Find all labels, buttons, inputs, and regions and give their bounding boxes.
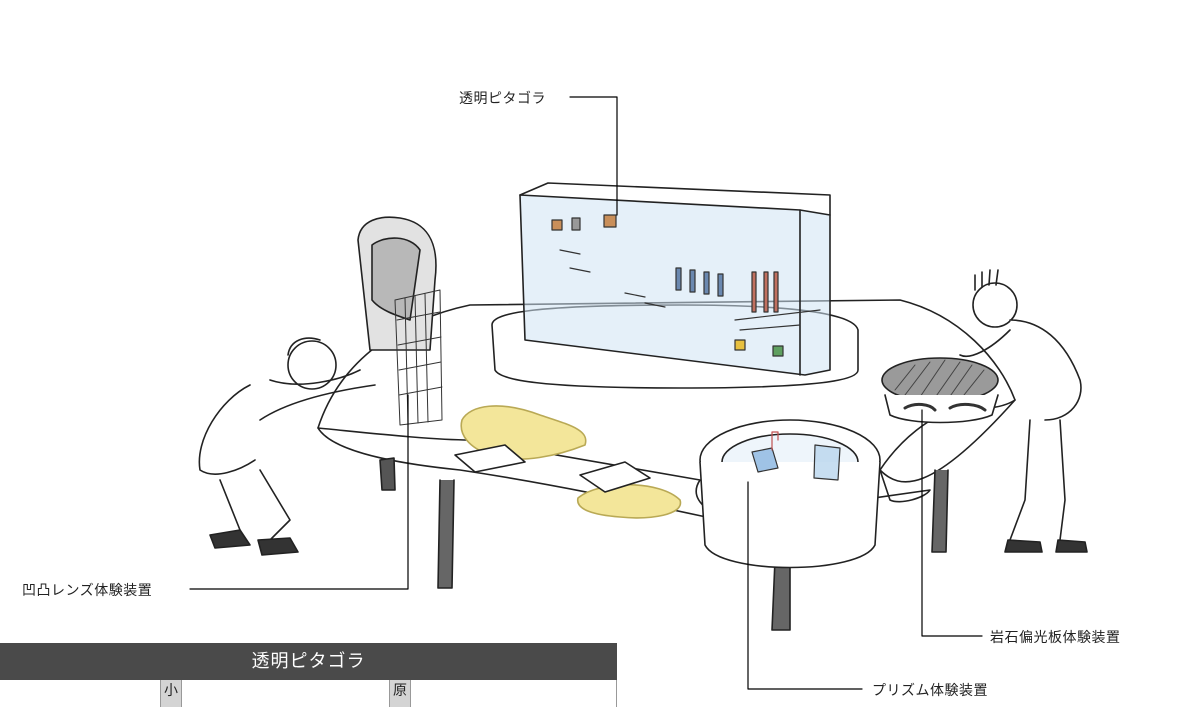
pythagora-parts (551, 214, 821, 357)
table-divider (181, 680, 182, 707)
leader-line-rock (921, 409, 983, 637)
paper-sheet-2 (579, 461, 651, 493)
table-leg-left (379, 457, 396, 491)
shoe-right-person-2 (1055, 539, 1088, 553)
lens-reflection (371, 237, 421, 321)
lens-grid (394, 289, 443, 426)
leader-line-pythagora (569, 96, 618, 216)
table-leg-center (771, 559, 791, 631)
paper-sheet-1 (454, 444, 526, 473)
shoe-right (257, 537, 299, 556)
leader-line-prism (747, 481, 863, 690)
label-rock-polarizer: 岩石偏光板体験装置 (990, 630, 1121, 646)
shoe-left (209, 529, 251, 549)
prism-pieces (751, 431, 841, 481)
label-prism: プリズム体験装置 (872, 683, 988, 699)
shoe-right-person-1 (1004, 539, 1043, 553)
table-leg-right (931, 469, 949, 553)
polarizer-rocks (903, 402, 987, 412)
table-row: 小 原 (0, 680, 617, 707)
label-pythagora: 透明ピタゴラ (459, 91, 546, 107)
leader-line-lens (189, 394, 409, 590)
table-divider (160, 680, 161, 707)
person-left (198, 337, 376, 556)
yellow-mat-2 (577, 483, 682, 519)
table-leg-center-left (437, 479, 455, 589)
info-table: 透明ピタゴラ 小 原 (0, 643, 617, 707)
table-col-tag-2: 原 (390, 680, 410, 707)
table-title: 透明ピタゴラ (0, 643, 617, 680)
person-right (959, 269, 1088, 553)
glass-box-top (519, 182, 831, 376)
label-lens: 凹凸レンズ体験装置 (22, 583, 153, 599)
table-col-tag-1: 小 (161, 680, 181, 707)
table-divider (389, 680, 390, 707)
table-divider (616, 680, 617, 707)
prism-tub-body (699, 461, 881, 569)
table-divider (410, 680, 411, 707)
polarizer-base (884, 394, 999, 424)
